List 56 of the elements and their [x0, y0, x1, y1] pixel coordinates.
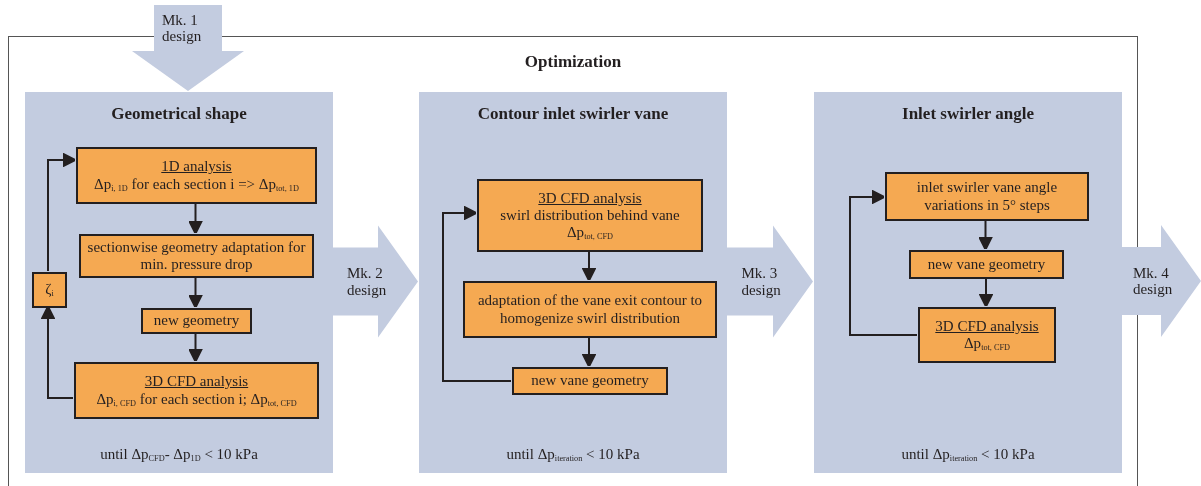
stage-panel — [419, 92, 727, 473]
block-arrow — [1121, 225, 1201, 337]
edge-label: Mk. 1 design — [162, 11, 203, 45]
process-box — [79, 234, 314, 278]
condition-text: until Δp$_{iteration}$ < 10 kPa — [505, 446, 641, 463]
arrow — [188, 276, 203, 309]
arrow — [40, 305, 74, 399]
box-text: Δp$_{tot, CFD}$ — [566, 224, 613, 242]
box-text: adaptation of the vane exit contour to homogenize swirl distribution — [476, 292, 704, 327]
process-box — [918, 307, 1056, 363]
box-text: Δp$_{tot, CFD}$ — [963, 335, 1010, 353]
arrow — [581, 336, 597, 368]
arrow — [47, 152, 77, 272]
arrow — [188, 202, 203, 235]
process-box — [74, 362, 319, 419]
edge-label: Mk. 3 design — [741, 265, 782, 298]
box-heading: 3D CFD analysis — [144, 373, 249, 391]
box-text: Δp$_{i, CFD}$ for each section i; Δp$_{tot, CFD}$ — [96, 390, 297, 408]
box-text: Δp$_{i, 1D}$ for each section i => Δp$_{tot, 1D}$ — [94, 175, 299, 193]
condition-text: until Δp$_{iteration}$ < 10 kPa — [900, 446, 1036, 463]
box-text: ζ$_{i}$ — [45, 281, 54, 299]
block-arrow — [332, 225, 418, 338]
panel-title: Geometrical shape — [110, 104, 248, 124]
arrow — [188, 332, 203, 363]
box-text: inlet swirler vane angle variations in 5° steps — [915, 179, 1059, 214]
box-text: new geometry — [153, 312, 240, 330]
condition-text: until Δp$_{CFD}$- Δp$_{1D}$ < 10 kPa — [99, 446, 259, 463]
arrow — [442, 205, 512, 382]
box-heading: 3D CFD analysis — [538, 189, 642, 207]
process-box — [512, 367, 668, 395]
box-text: sectionwise geometry adaptation for min. pressure drop — [86, 238, 307, 274]
arrow — [581, 250, 597, 282]
block-arrow — [726, 225, 813, 338]
process-box — [909, 250, 1064, 279]
box-text: new vane geometry — [531, 372, 649, 390]
box-text: new vane geometry — [927, 255, 1046, 274]
process-box — [141, 308, 252, 334]
process-box — [32, 272, 67, 308]
process-box — [463, 281, 717, 338]
block-arrow — [132, 5, 244, 91]
process-box — [885, 172, 1089, 221]
arrow — [978, 277, 994, 308]
box-heading: 1D analysis — [161, 158, 232, 176]
section-title: Optimization — [523, 52, 623, 72]
stage-panel — [25, 92, 333, 473]
process-box — [477, 179, 703, 252]
panel-title: Inlet swirler angle — [901, 104, 1035, 124]
arrow — [978, 219, 993, 251]
box-heading: 3D CFD analysis — [935, 317, 1039, 335]
panel-title: Contour inlet swirler vane — [476, 104, 670, 124]
edge-label: Mk. 4 design — [1133, 264, 1174, 298]
box-text: swirl distribution behind vane — [500, 206, 680, 225]
stage-panel — [814, 92, 1122, 473]
arrow — [849, 189, 918, 336]
edge-label: Mk. 2 design — [347, 265, 388, 298]
process-box — [76, 147, 317, 204]
